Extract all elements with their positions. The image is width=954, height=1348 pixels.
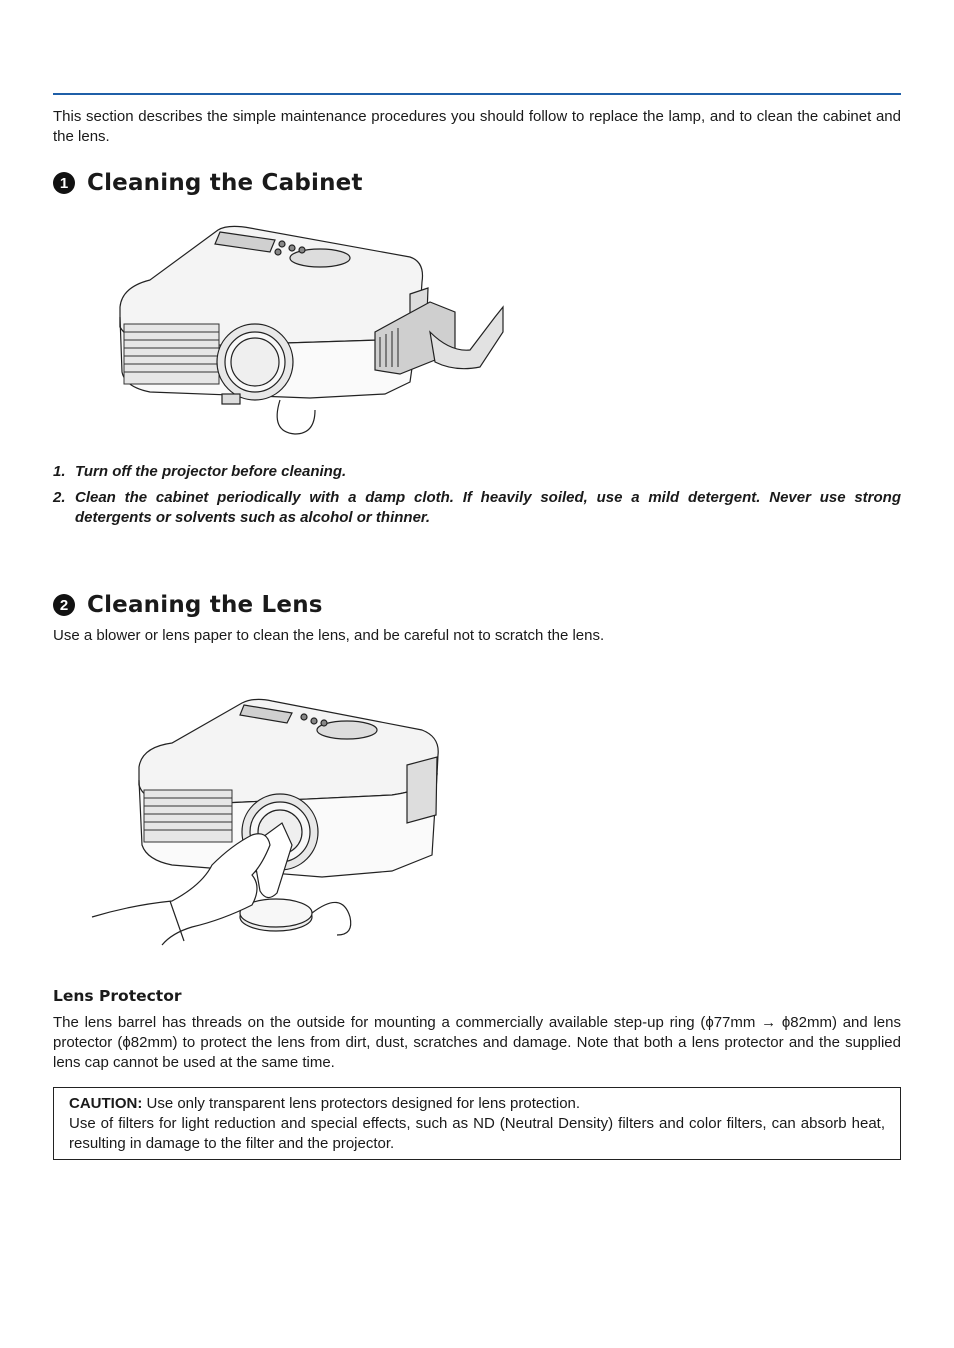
caution-line-2: Use of filters for light reduction and s… <box>69 1115 885 1152</box>
section-number-badge: 1 <box>53 172 75 194</box>
header-rule <box>53 93 901 95</box>
step-text: Clean the cabinet periodically with a da… <box>75 489 901 526</box>
list-item: 2. Clean the cabinet periodically with a… <box>53 488 901 528</box>
section-title: Cleaning the Lens <box>87 592 323 618</box>
step-number: 1. <box>53 463 66 480</box>
caution-box: CAUTION: Use only transparent lens prote… <box>53 1087 901 1160</box>
caution-text: Use only transparent lens protectors des… <box>142 1095 581 1112</box>
lens-protector-paragraph: The lens barrel has threads on the outsi… <box>53 1014 901 1071</box>
intro-paragraph: This section describes the simple mainte… <box>53 108 901 145</box>
caution-label: CAUTION: <box>69 1095 143 1112</box>
lens-cleaning-paragraph: Use a blower or lens paper to clean the … <box>53 627 605 644</box>
cabinet-steps-list: 1. Turn off the projector before cleanin… <box>53 462 901 534</box>
projector-cabinet-cleaning-illustration <box>119 225 504 435</box>
step-text: Turn off the projector before cleaning. <box>75 463 347 480</box>
caution-line-1: CAUTION: Use only transparent lens prote… <box>69 1094 885 1114</box>
section-heading-cabinet: 1 Cleaning the Cabinet <box>53 170 363 196</box>
lens-protector-heading: Lens Protector <box>53 987 182 1005</box>
section-number-badge: 2 <box>53 594 75 616</box>
section-title: Cleaning the Cabinet <box>87 170 363 196</box>
lens-cleaning-illustration <box>91 698 439 946</box>
step-number: 2. <box>53 489 66 506</box>
section-heading-lens: 2 Cleaning the Lens <box>53 592 323 618</box>
list-item: 1. Turn off the projector before cleanin… <box>53 462 901 482</box>
